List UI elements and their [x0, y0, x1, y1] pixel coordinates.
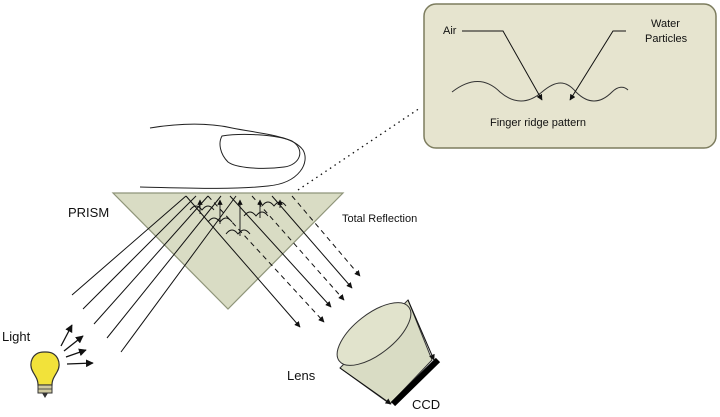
inset-caption: Finger ridge pattern — [490, 117, 586, 129]
air-label: Air — [443, 25, 457, 37]
light-emission-arrows — [60, 324, 94, 368]
incident-rays — [71, 195, 237, 353]
prism — [111, 192, 345, 310]
prism-label: PRISM — [68, 205, 109, 220]
inset-box — [423, 3, 717, 149]
light-label: Light — [2, 329, 31, 344]
reflected-ray — [207, 195, 325, 323]
total-reflection-label: Total Reflection — [342, 213, 417, 225]
incident-ray — [93, 195, 209, 325]
inset-panel: Air Water Particles Finger ridge pattern — [423, 3, 717, 149]
incident-ray — [82, 195, 197, 310]
contact-reflections — [189, 199, 287, 236]
reflected-rays — [185, 195, 361, 328]
incident-ray — [120, 195, 237, 353]
ridge-wave — [451, 81, 629, 102]
ccd-label: CCD — [412, 397, 440, 412]
lens-label: Lens — [287, 368, 316, 383]
lens-to-ccd-arrow — [339, 367, 392, 405]
dotted-connector — [297, 107, 421, 191]
ccd-sensor — [390, 357, 441, 407]
incident-ray — [71, 195, 187, 296]
reflected-ray — [229, 195, 332, 308]
light-bulb-icon — [30, 351, 60, 398]
reflected-ray — [271, 195, 353, 289]
finger-icon — [139, 123, 306, 189]
reflected-ray — [185, 195, 301, 328]
water-label-line1: Water — [651, 18, 680, 30]
air-pointer — [462, 30, 543, 101]
lens-to-ccd-arrow — [407, 299, 435, 361]
water-pointer — [569, 30, 626, 101]
lens — [336, 299, 433, 405]
water-label-line2: Particles — [645, 33, 688, 45]
incident-ray — [106, 195, 222, 339]
